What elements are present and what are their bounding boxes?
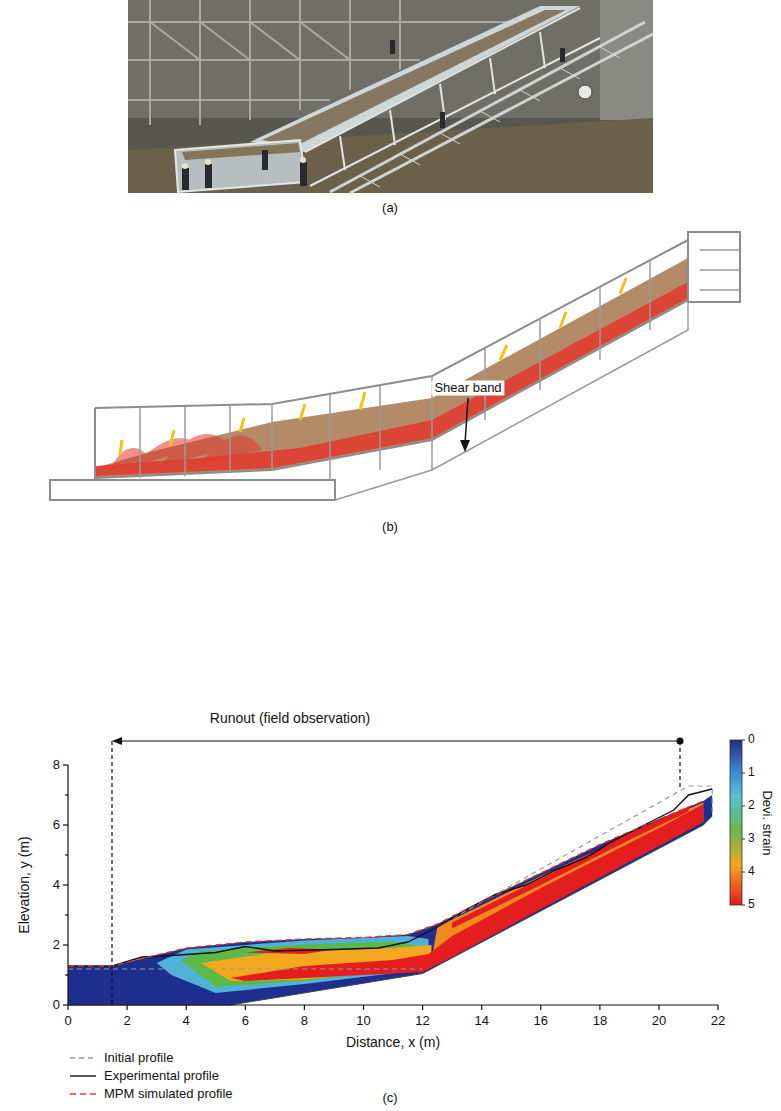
tick-label: 6 [242,1014,249,1029]
colorbar-tick: 1 [748,766,755,780]
tick-label: 14 [474,1014,488,1029]
runout-marker [112,741,680,1005]
panel-label: (c) [382,1091,397,1106]
colorbar [730,740,745,905]
colorbar-tick: 0 [748,733,755,747]
colorbar-tick: 4 [748,865,755,879]
callout-label: Shear band [431,381,504,396]
deviatoric-strain-field [68,795,712,1005]
tick-label: 16 [534,1014,548,1029]
tick-label: 6 [53,818,60,833]
axis-title: Distance, x (m) [346,1034,440,1050]
colorbar-title: Devi. strain [760,790,775,855]
tick-label: 12 [415,1014,429,1029]
colorbar-tick: 5 [748,898,755,912]
tick-label: 2 [123,1014,130,1029]
axes [63,765,718,1010]
axis-title: Elevation, y (m) [16,836,32,933]
tick-label: 8 [53,758,60,773]
flume-photo [128,0,653,193]
legend-samples [70,1058,96,1094]
tick-label: 4 [183,1014,190,1029]
tick-label: 10 [356,1014,370,1029]
colorbar-tick: 2 [748,799,755,813]
tick-label: 22 [711,1014,725,1029]
flume-sketch [50,232,740,500]
profile-lines [68,786,712,969]
legend-text: Experimental profile [104,1069,219,1084]
panel-label: (a) [382,201,398,216]
tick-label: 4 [53,878,60,893]
legend-text: Initial profile [104,1051,173,1066]
tick-label: 8 [301,1014,308,1029]
panel-label: (b) [382,520,398,535]
tick-label: 0 [53,998,60,1013]
tick-label: 18 [593,1014,607,1029]
legend-text: MPM simulated profile [104,1087,233,1102]
tick-label: 0 [64,1014,71,1029]
runout-label: Runout (field observation) [210,710,370,726]
colorbar-tick: 3 [748,832,755,846]
tick-label: 2 [53,938,60,953]
tick-label: 20 [652,1014,666,1029]
